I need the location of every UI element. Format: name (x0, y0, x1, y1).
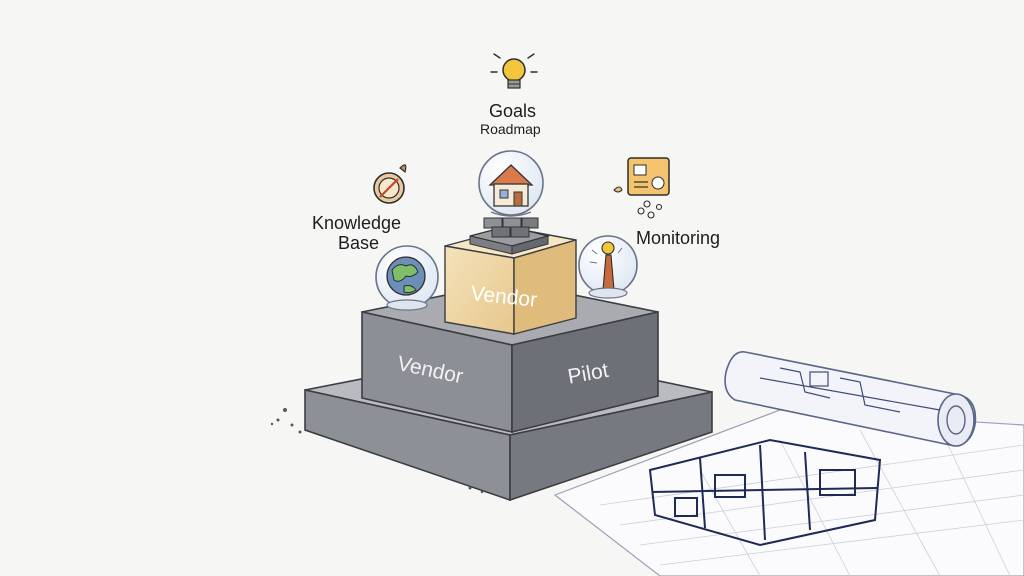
compass-icon (373, 164, 407, 204)
blueprint-sheet (553, 409, 1024, 576)
blueprint-roll-icon (724, 351, 977, 447)
globe-icon (375, 245, 439, 311)
brick-stack-icon (469, 217, 551, 255)
monitoring-label: Monitoring (636, 228, 721, 248)
dial-icon (578, 235, 638, 299)
base-label: Base (338, 233, 380, 253)
debris (270, 408, 484, 494)
roadmap-label: Roadmap (480, 121, 541, 137)
house-icon (478, 150, 544, 217)
lightbulb-icon (490, 53, 538, 89)
monitor-icon (613, 157, 670, 219)
knowledge-label: Knowledge (312, 213, 402, 233)
goals-label: Goals (489, 101, 537, 121)
